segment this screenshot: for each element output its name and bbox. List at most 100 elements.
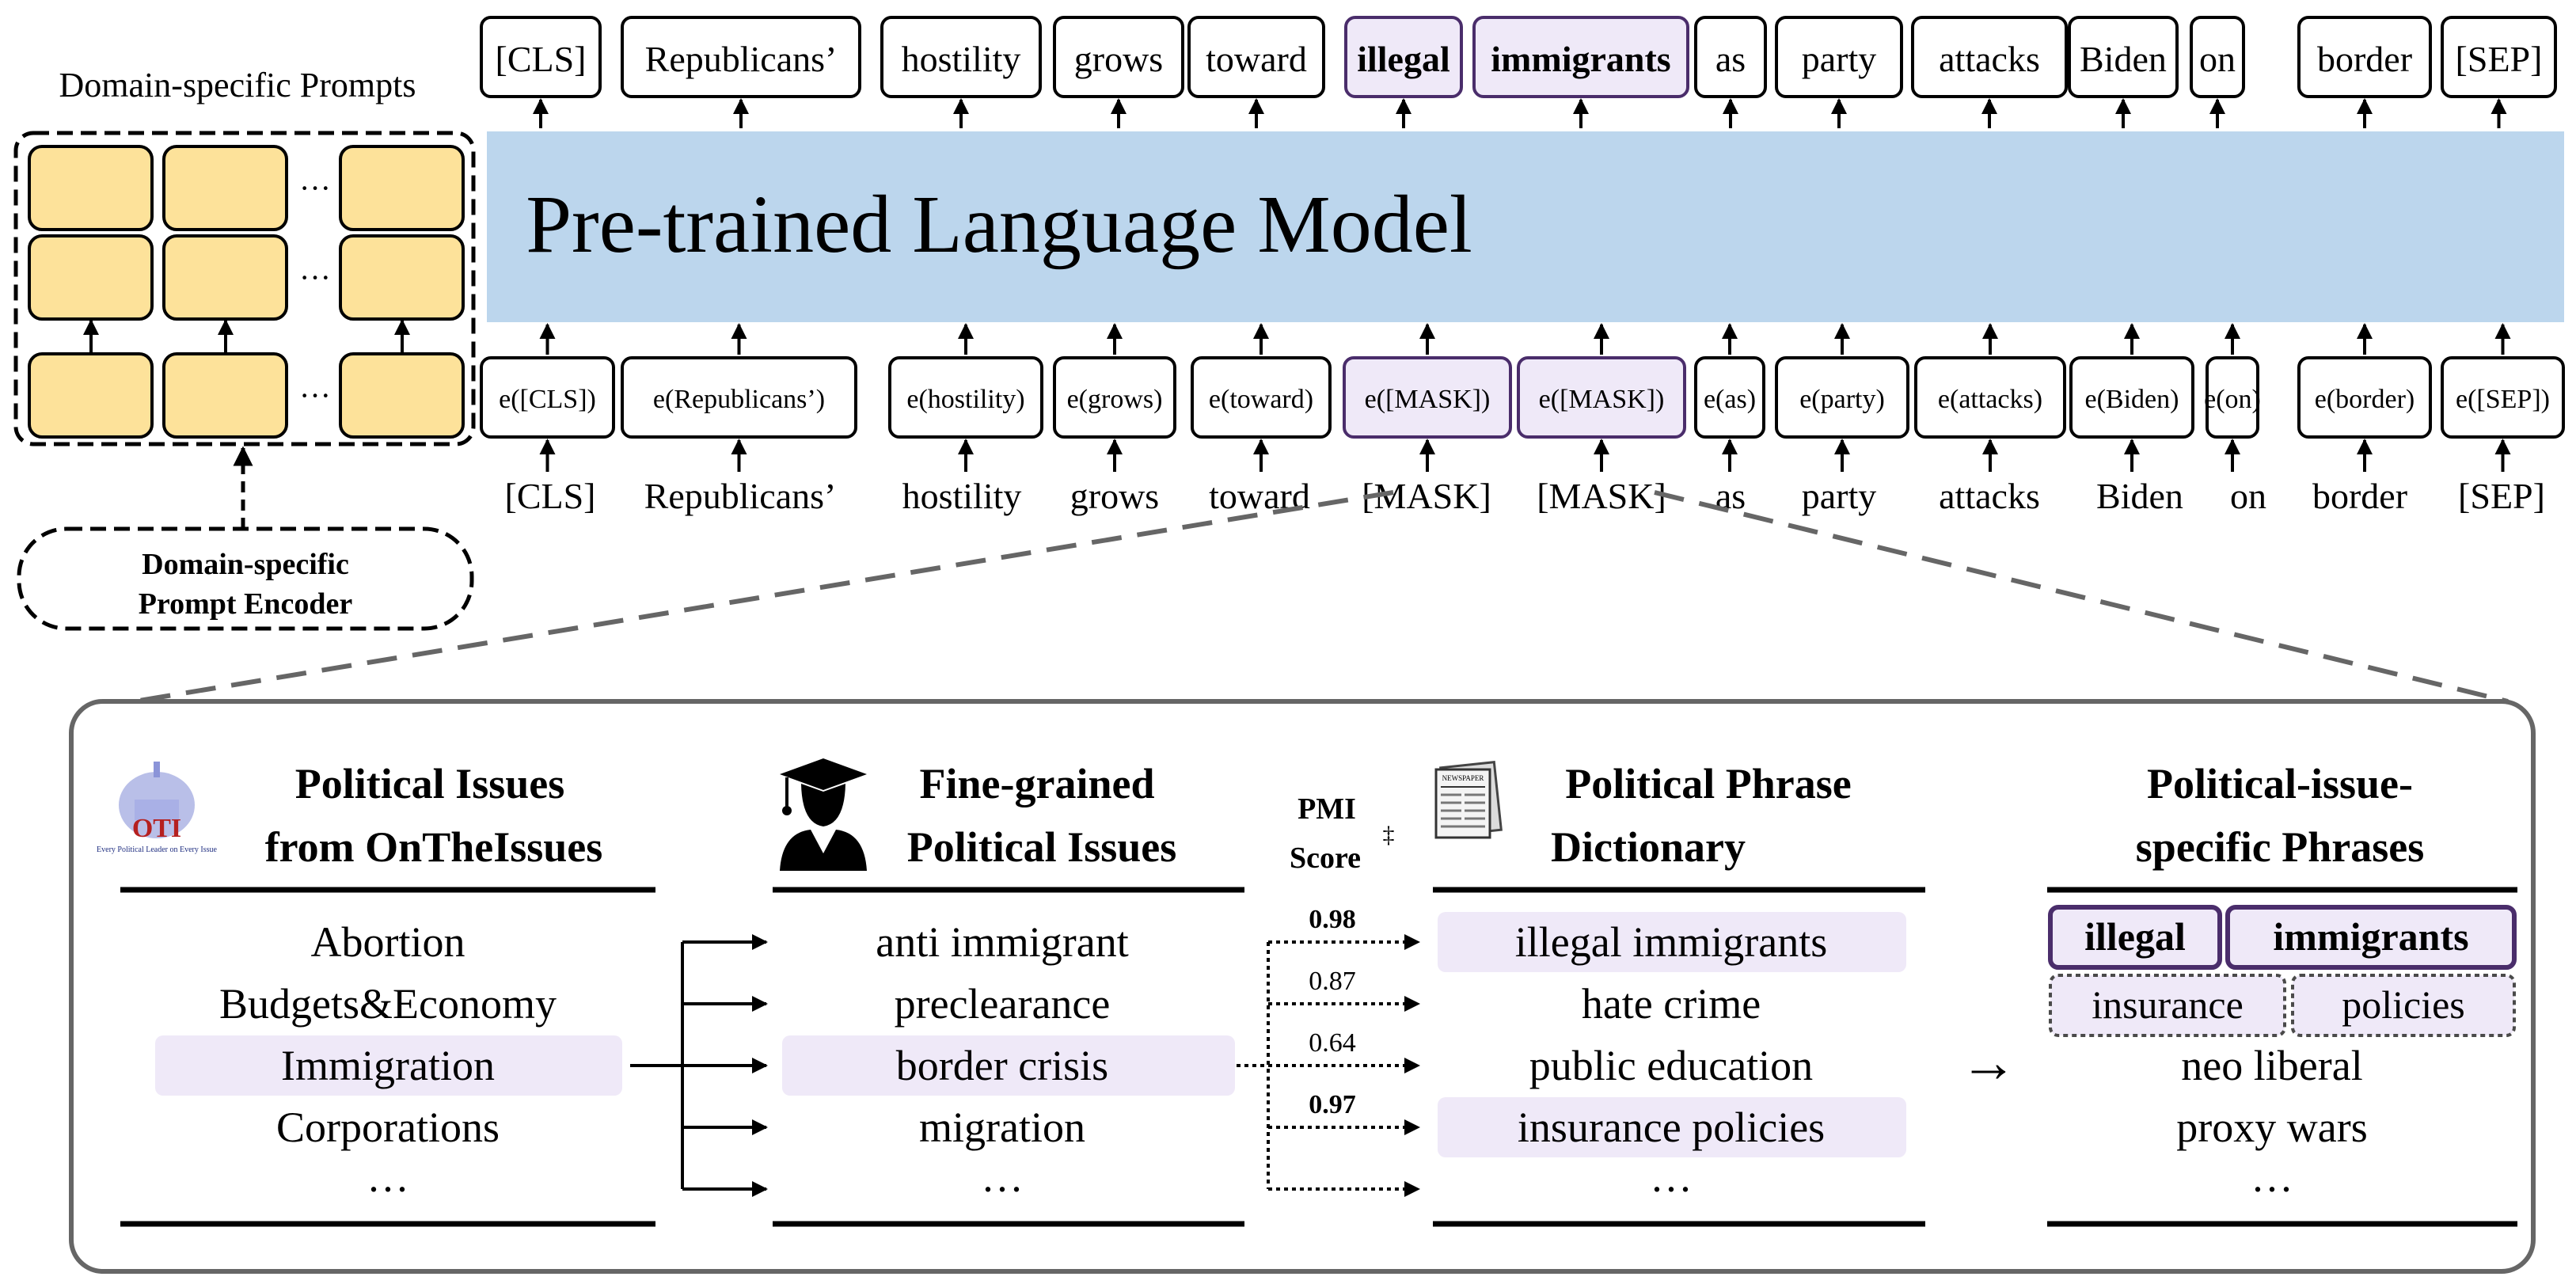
input-token-12: border	[2312, 476, 2407, 516]
prompt-vector-r2-c0	[28, 352, 154, 439]
prompt-encoder-label-line1: Domain-specific	[142, 548, 349, 581]
embedding-box-5	[1343, 356, 1512, 439]
output-token-label-6: immigrants	[1491, 39, 1670, 79]
input-token-13: [SEP]	[2458, 476, 2545, 516]
embedding-label-9: e(attacks)	[1938, 385, 2042, 414]
embedding-box-9	[1914, 356, 2066, 439]
phrase-dotted-token-1: policies	[2342, 982, 2465, 1027]
col2-highlight-2	[782, 1035, 1235, 1096]
embedding-box-2	[888, 356, 1043, 439]
output-token-box-11	[2190, 16, 2245, 98]
prompt-vector-r1-c0	[28, 234, 154, 321]
output-token-label-9: attacks	[1939, 39, 2040, 79]
col4-title-line2: specific Phrases	[2136, 823, 2424, 871]
phrase-solid-token-1: immigrants	[2273, 914, 2468, 959]
input-token-10: Biden	[2096, 476, 2183, 516]
col3-item-0: illegal immigrants	[1515, 918, 1827, 966]
output-token-box-3	[1053, 16, 1184, 98]
output-token-label-2: hostility	[902, 39, 1021, 79]
col3-highlight-3	[1438, 1097, 1906, 1157]
col3-title-line1: Political Phrase	[1565, 760, 1851, 807]
col3-title-line2: Dictionary	[1551, 823, 1746, 871]
embedding-label-4: e(toward)	[1209, 385, 1313, 414]
pmi-footnote-mark: ‡	[1383, 822, 1395, 848]
embedding-box-3	[1053, 356, 1176, 439]
pmi-score-1: 0.87	[1309, 967, 1356, 996]
col1-item-0: Abortion	[311, 918, 465, 966]
output-token-box-4	[1187, 16, 1325, 98]
language-model-block	[487, 131, 2564, 322]
embedding-label-5: e([MASK])	[1365, 385, 1491, 414]
output-token-box-5	[1344, 16, 1463, 98]
embedding-label-1: e(Republicans’)	[653, 385, 825, 414]
output-token-box-12	[2297, 16, 2432, 98]
output-token-label-7: as	[1715, 39, 1746, 79]
pmi-score-3: 0.97	[1309, 1090, 1356, 1119]
embedding-box-6	[1517, 356, 1686, 439]
input-token-0: [CLS]	[505, 476, 596, 516]
pmi-score-0: 0.98	[1309, 905, 1356, 934]
col2-item-2: border crisis	[896, 1042, 1108, 1089]
prompts-panel: Domain-specific Prompts ········· Domain…	[13, 66, 476, 631]
graduate-icon	[780, 758, 867, 871]
embedding-box-1	[621, 356, 857, 439]
prompt-vector-r2-c1	[162, 352, 288, 439]
output-token-label-10: Biden	[2080, 39, 2167, 79]
zoom-line-right	[1654, 490, 2509, 704]
embedding-box-7	[1694, 356, 1765, 439]
col2-item-3: migration	[919, 1104, 1085, 1151]
output-token-label-5: illegal	[1357, 39, 1450, 79]
col3-highlight-0	[1438, 912, 1906, 972]
embedding-label-3: e(grows)	[1067, 385, 1163, 414]
embedding-box-10	[2069, 356, 2194, 439]
phrase-item-2: ···	[2251, 1165, 2293, 1213]
col2-title-line1: Fine-grained	[920, 760, 1155, 807]
col3-item-3: insurance policies	[1518, 1104, 1825, 1151]
pipeline-lists: AbortionBudgets&EconomyImmigrationCorpor…	[155, 905, 2517, 1213]
phrase-solid-token-0: illegal	[2084, 914, 2186, 959]
output-token-label-3: grows	[1074, 39, 1163, 79]
input-token-6: [MASK]	[1537, 476, 1666, 516]
output-token-box-7	[1694, 16, 1767, 98]
pmi-score-2: 0.64	[1309, 1028, 1356, 1058]
oti-logo: OTI Every Political Leader on Every Issu…	[97, 762, 218, 854]
col1-title-line1: Political Issues	[295, 760, 565, 807]
input-token-3: grows	[1070, 476, 1159, 516]
output-token-box-8	[1775, 16, 1903, 98]
output-token-box-2	[880, 16, 1042, 98]
prompt-ellipsis-r1: ···	[299, 260, 331, 295]
output-token-box-10	[2068, 16, 2179, 98]
output-token-box-0	[480, 16, 602, 98]
issue-branch-arrows	[630, 934, 768, 1197]
newspaper-icon-label: NEWSPAPER	[1442, 774, 1484, 782]
output-token-label-0: [CLS]	[496, 39, 587, 79]
pmi-label-line1: PMI	[1297, 792, 1356, 826]
embedding-label-7: e(as)	[1704, 385, 1756, 414]
embedding-box-4	[1191, 356, 1332, 439]
output-token-box-9	[1911, 16, 2068, 98]
oti-logo-caption: Every Political Leader on Every Issue	[97, 845, 217, 854]
col2-item-4: ···	[981, 1165, 1024, 1213]
col2-item-0: anti immigrant	[876, 918, 1128, 966]
zoom-line-left	[134, 490, 1394, 704]
col1-highlight-2	[155, 1035, 622, 1096]
col1-item-1: Budgets&Economy	[219, 980, 557, 1028]
output-token-label-13: [SEP]	[2456, 39, 2543, 79]
embedding-box-8	[1775, 356, 1909, 439]
pmi-dotted-arrows	[1237, 934, 1420, 1197]
embedding-label-6: e([MASK])	[1539, 385, 1665, 414]
prompt-ellipsis-r2: ···	[299, 378, 331, 413]
newspaper-icon: NEWSPAPER	[1434, 761, 1503, 839]
prompt-vector-r2-c2	[339, 352, 465, 439]
embedding-label-11: e(on)	[2204, 385, 2261, 414]
oti-logo-text: OTI	[132, 814, 181, 843]
phrase-item-1: proxy wars	[2176, 1104, 2367, 1151]
col3-item-4: ···	[1650, 1165, 1693, 1213]
output-token-box-1	[621, 16, 861, 98]
prompt-vector-r0-c0	[28, 145, 154, 231]
col3-item-2: public education	[1529, 1042, 1813, 1089]
input-token-11: on	[2230, 476, 2266, 516]
output-token-label-12: border	[2317, 39, 2412, 79]
input-token-8: party	[1802, 476, 1877, 516]
